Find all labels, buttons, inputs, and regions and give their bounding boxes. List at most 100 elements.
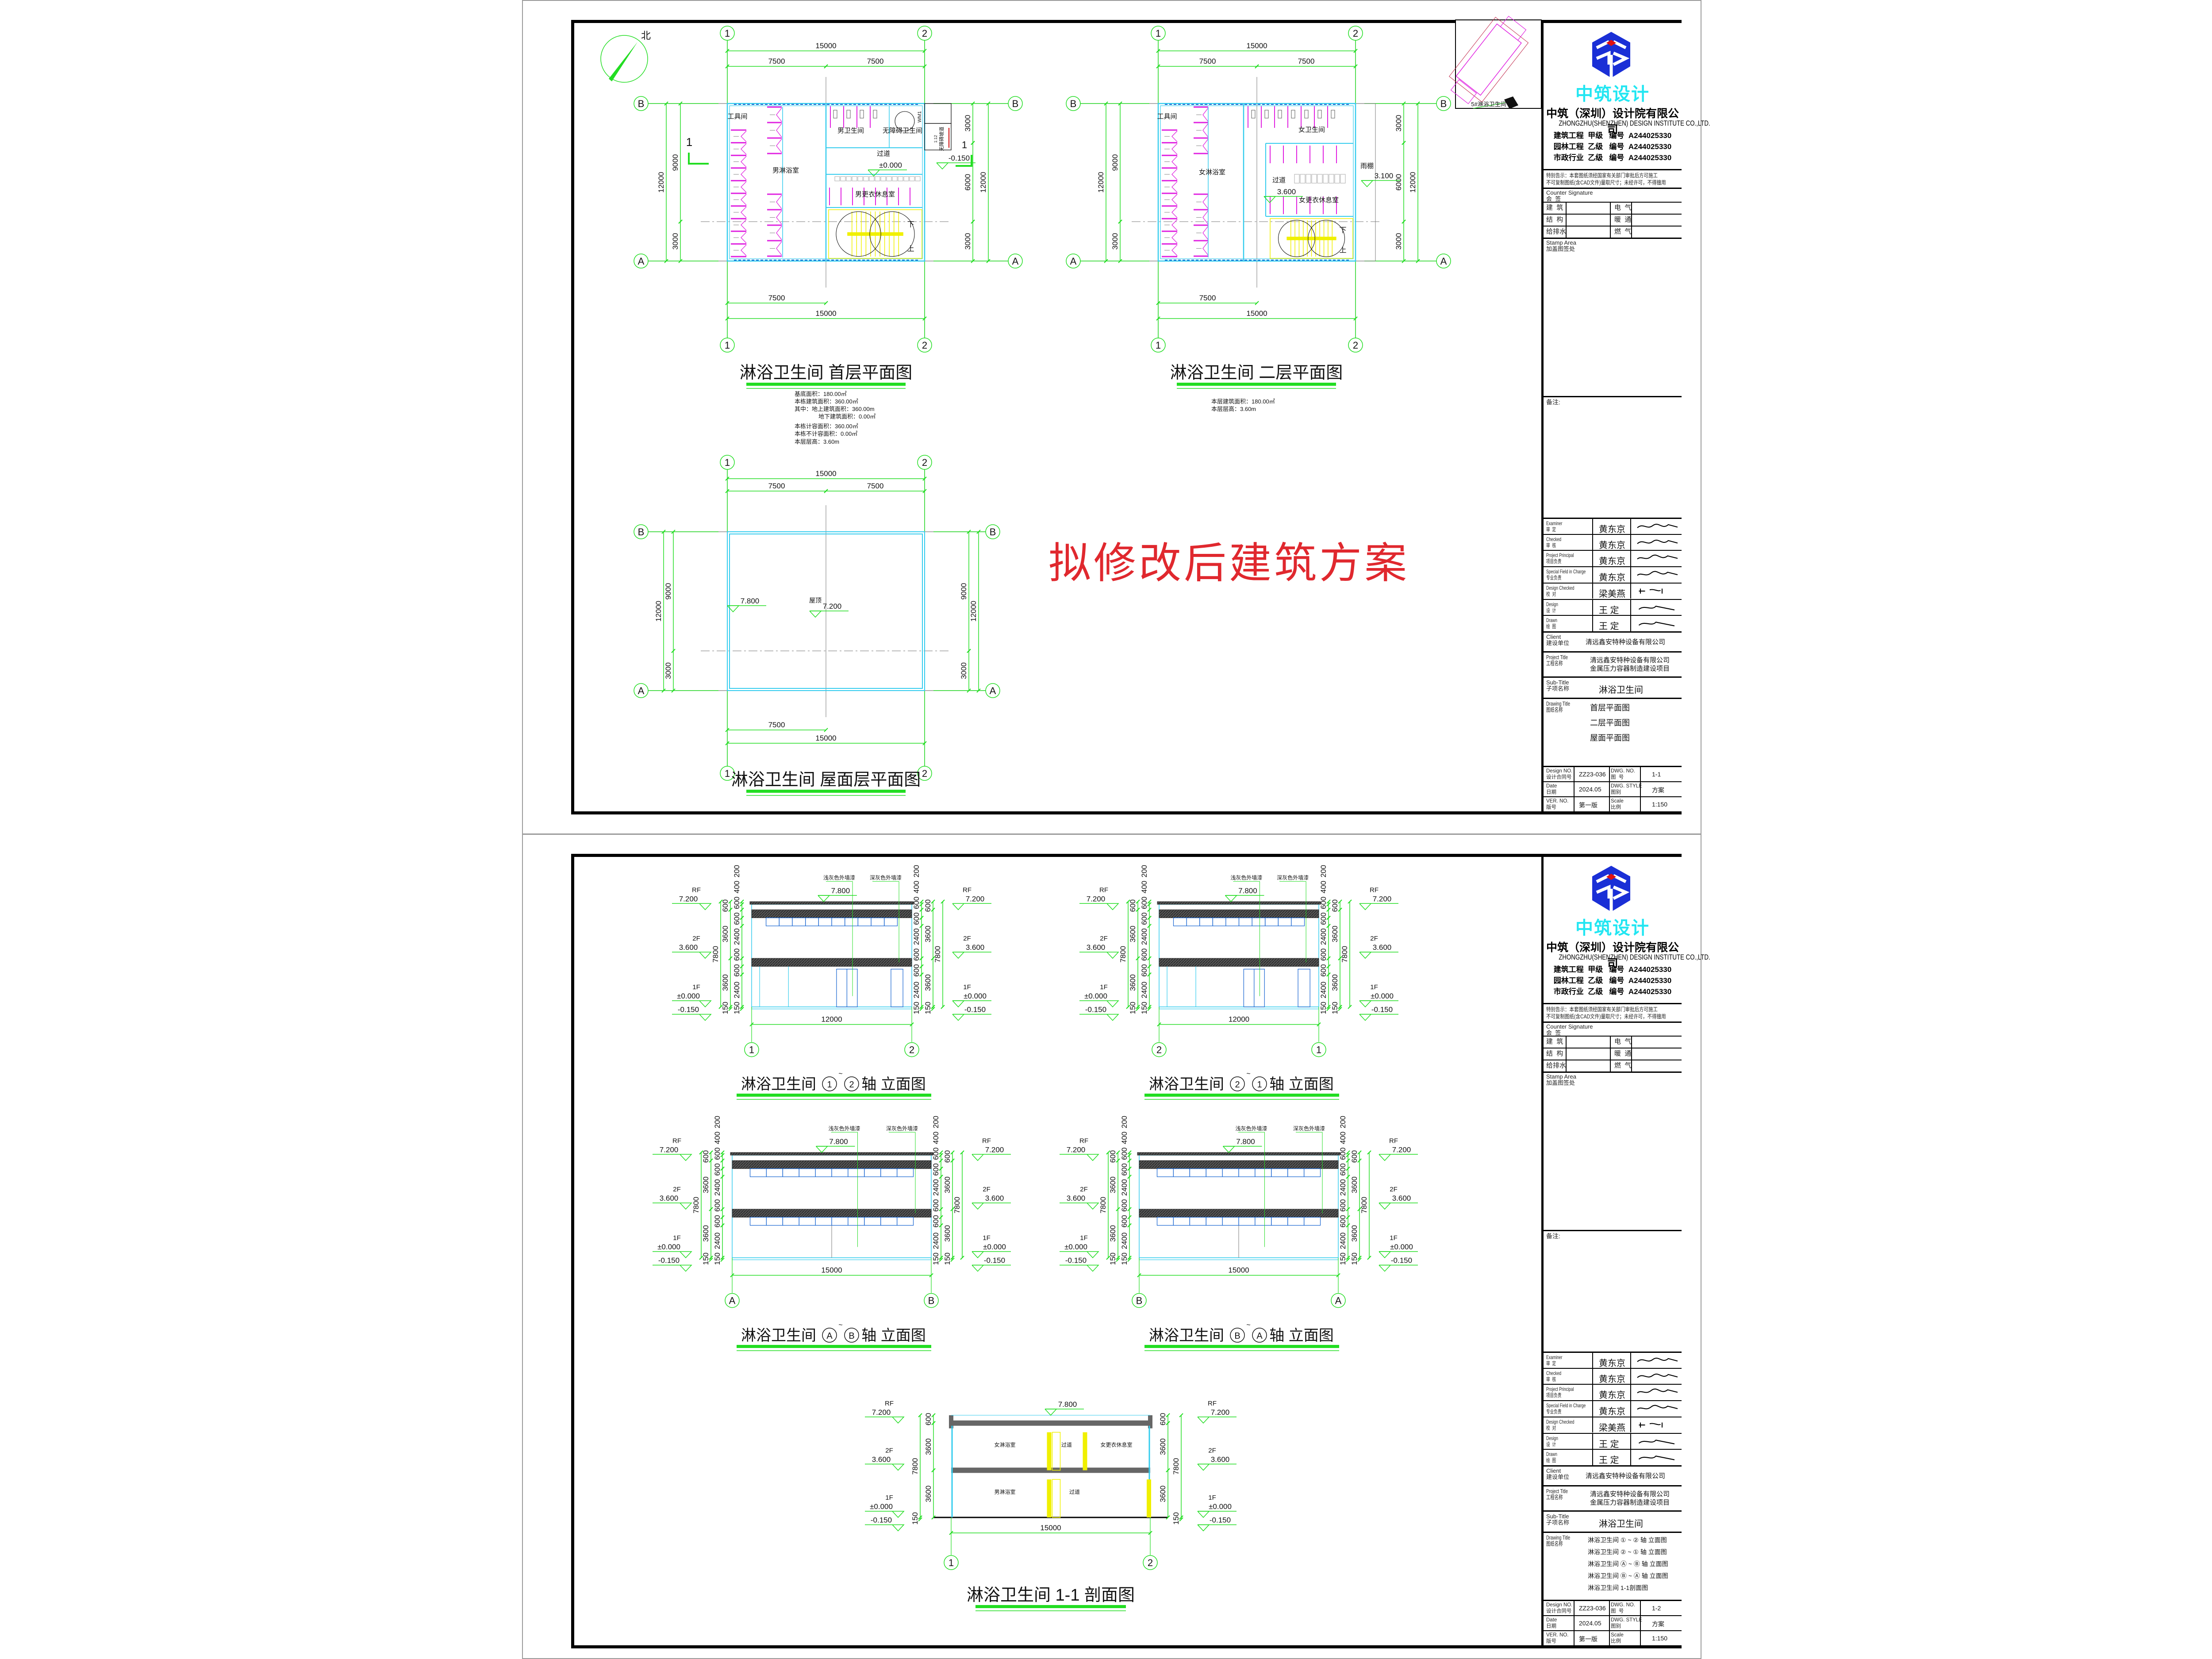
stair-up-label: 上: [907, 245, 914, 253]
dim-tick: [971, 219, 975, 224]
axis-bubble: 2: [917, 766, 932, 781]
counter-signature-entry: 结 构暖 通: [1544, 1048, 1682, 1060]
footer-label: VER. NO. 版号: [1546, 799, 1569, 810]
level-value: ±0.000: [964, 992, 987, 1000]
dim-label: 2400: [932, 1179, 940, 1196]
bench-seat: [909, 176, 915, 181]
dim-tick: [1326, 899, 1331, 904]
remarks-area: 备注:: [1544, 396, 1682, 518]
axis-label: B: [928, 1295, 935, 1306]
stair-down-label: 下: [907, 221, 914, 229]
discipline-label: 燃 气: [1614, 1062, 1632, 1069]
dim-tick: [1116, 1150, 1120, 1155]
counter-signature-entry: 给排水燃 气: [1544, 1060, 1682, 1071]
parapet-inner: [729, 534, 923, 689]
dim-tick: [1156, 49, 1160, 53]
stall-curtain: [776, 123, 782, 138]
level-tag: RF: [885, 1400, 894, 1407]
drawing-title-item: 淋浴卫生间 ① ~ ② 轴 立面图: [1588, 1536, 1667, 1544]
bench-seat: [840, 176, 846, 181]
dim-label: 150: [1129, 1002, 1137, 1014]
company-logo: [1591, 866, 1631, 912]
axis-bubble: B: [985, 524, 1000, 539]
key-plan-frame: [1455, 19, 1542, 109]
dim-tick: [1104, 259, 1108, 263]
counter-signature-entry: 建 筑电 气: [1544, 1036, 1682, 1048]
dim-tick: [661, 688, 666, 693]
dim-tick: [718, 1005, 723, 1009]
dim-label: 150: [1331, 1002, 1339, 1014]
cell-divider: [1610, 1048, 1611, 1060]
dim-tick: [1118, 219, 1122, 224]
level-value: -0.150: [678, 1006, 699, 1014]
cell-divider: [1630, 616, 1631, 631]
stall-curtain: [1202, 210, 1209, 225]
axis-bubble: A: [1066, 253, 1081, 269]
logo-cube-icon: [1592, 866, 1630, 912]
stall-curtain: [741, 131, 747, 142]
subtitle-label: Sub-Title 子项名称: [1546, 1513, 1570, 1526]
title-axis-from: A: [826, 1331, 833, 1341]
footer-label: Design NO. 设计合同号: [1546, 768, 1573, 780]
room-label: 男淋浴室: [772, 167, 799, 174]
bench-seat: [852, 176, 857, 181]
paint-callout-light: 浅灰色外墙漆: [828, 1125, 860, 1132]
signer-row: Drawn 绘 图王 定: [1544, 1449, 1682, 1465]
axis-bubble: A: [1436, 253, 1451, 269]
dim-label: 2400: [1319, 982, 1328, 998]
level-triangle: [972, 1202, 984, 1210]
stall-curtain: [776, 226, 782, 240]
bench-seat: [875, 176, 880, 181]
project-label: Project Title 工程名称: [1546, 1488, 1568, 1501]
title-underline-thick: [1144, 1094, 1339, 1097]
axis-circle: [985, 524, 1000, 539]
signer-name: 王 定: [1599, 1455, 1619, 1466]
dim-tick: [922, 49, 927, 53]
level-triangle: [1087, 1202, 1099, 1210]
dim-label: 9000: [960, 583, 968, 600]
dim-label: 200: [1140, 865, 1148, 877]
level-triangle: [1045, 1409, 1057, 1416]
signature: [1631, 584, 1681, 599]
dim-label: 600: [1319, 949, 1328, 961]
level-value: 3.600: [1067, 1194, 1086, 1202]
axis-circle: [1066, 96, 1081, 111]
dim-tick: [941, 1005, 945, 1009]
high-window: [1304, 1168, 1321, 1177]
cell-divider: [1592, 1417, 1593, 1433]
level-marker: 7.800: [815, 1137, 855, 1153]
level-marker: -0.150: [672, 1006, 712, 1021]
axis-label: B: [1070, 98, 1077, 109]
cell-divider: [1640, 767, 1641, 781]
paint-callout-dark: 深灰色外墙漆: [1293, 1125, 1325, 1132]
dim-label: 3600: [1129, 926, 1137, 942]
level-tag: 1F: [1100, 983, 1108, 991]
stair-landing: [1286, 237, 1336, 240]
axis-circle: [1008, 253, 1023, 269]
axis-label: A: [990, 685, 996, 696]
signer-row: Design 设 计王 定: [1544, 1432, 1682, 1449]
dim-tick: [1357, 1257, 1362, 1262]
high-window: [884, 918, 898, 926]
dim-tick: [1127, 1175, 1132, 1179]
level-tag: 1F: [885, 1494, 893, 1502]
level-triangle: [1379, 1264, 1391, 1272]
toilet: [833, 110, 837, 119]
axis-bubble: 2: [917, 338, 932, 353]
footer-label: VER. NO. 版号: [1546, 1632, 1569, 1644]
level-marker: 7.800: [1045, 1400, 1084, 1416]
site-block: [1500, 15, 1527, 41]
dim-label: 6000: [1394, 174, 1403, 191]
cell-divider: [1630, 599, 1631, 615]
dim-label: 3600: [943, 1176, 952, 1193]
level-triangle: [1106, 1014, 1119, 1021]
dim-tick: [1127, 1223, 1132, 1228]
section-mark-bracket: [688, 153, 709, 165]
signature: [1631, 1386, 1681, 1400]
